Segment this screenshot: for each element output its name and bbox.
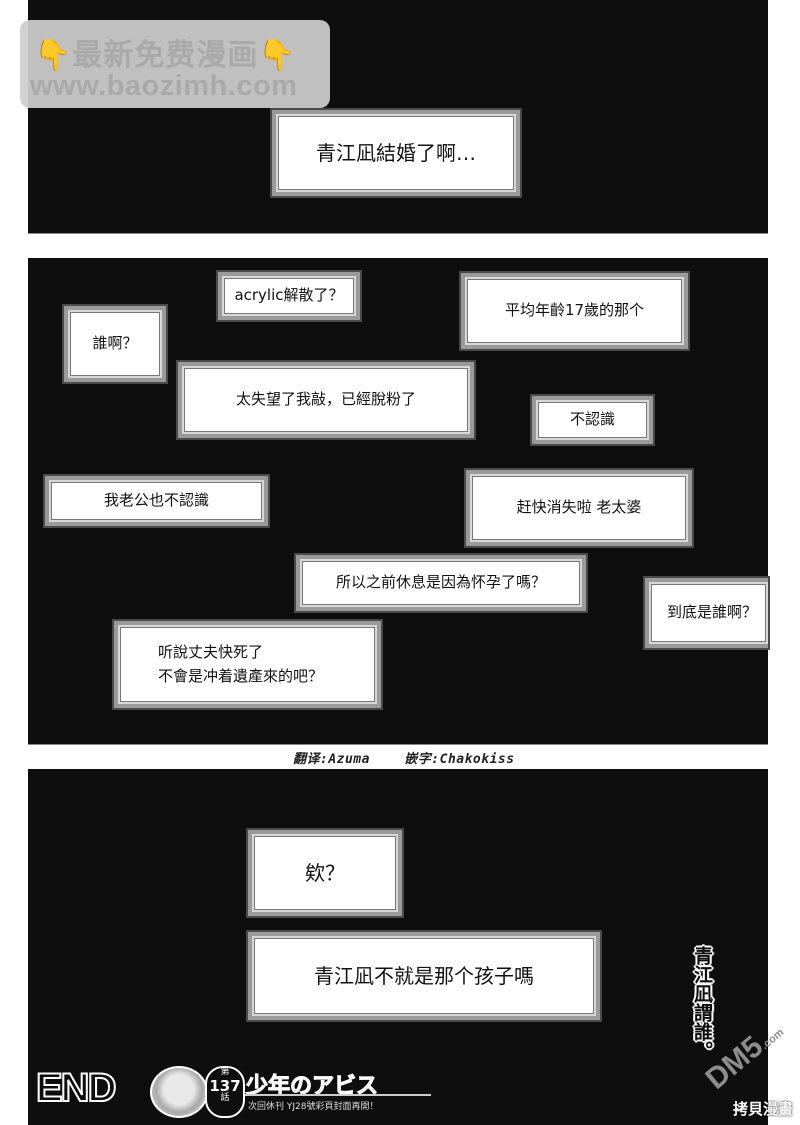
comment-box: 我老公也不認識 [45, 476, 268, 526]
series-underline [245, 1094, 431, 1096]
comment-box: 不認識 [532, 396, 653, 444]
comment-text: 所以之前休息是因為怀孕了嗎？ [335, 573, 546, 592]
comment-text: 赶快消失啦 老太婆 [516, 498, 642, 517]
comment-box: 听說丈夫快死了 不會是冲着遺產來的吧？ [114, 621, 381, 708]
watermark-url: www.baozimh.com [30, 70, 298, 102]
translator-credit: 翻译:Azuma [293, 752, 370, 767]
comment-text: 不認識 [569, 410, 615, 429]
comment-box: 誰啊？ [64, 306, 166, 382]
caption-box: 青江凪結婚了啊… [272, 110, 520, 196]
corner-watermark: 拷貝漫畫 [733, 1100, 794, 1118]
comment-line: 不會是冲着遺產來的吧？ [158, 666, 324, 685]
comment-box: 平均年齡17歲的那个 [461, 273, 688, 349]
typesetter-credit: 嵌字:Chakokiss [404, 752, 515, 767]
comment-text: 平均年齡17歲的那个 [504, 301, 645, 320]
pointing-hand-icon: 👇 [34, 39, 73, 72]
caption-text: 欸？ [305, 860, 345, 885]
comment-box: 所以之前休息是因為怀孕了嗎？ [296, 555, 586, 611]
comment-box: acrylic解散了？ [218, 272, 360, 320]
chapter-number: 137 [209, 1076, 241, 1095]
credits-line: 翻译:Azuma 嵌字:Chakokiss [293, 748, 541, 767]
chapter-prefix: 第 [220, 1067, 230, 1077]
caption-box: 欸？ [248, 830, 402, 916]
next-issue-notice: 次回休刊 YJ28號彩頁封面再開！ [248, 1102, 379, 1112]
chapter-suffix: 話 [220, 1093, 230, 1104]
caption-box: 青江凪不就是那个孩子嗎 [248, 932, 600, 1020]
comment-text: 我老公也不認識 [103, 491, 209, 510]
caption-text: 青江凪結婚了啊… [316, 140, 476, 165]
pointing-hand-icon: 👇 [258, 39, 297, 72]
comment-box: 到底是誰啊？ [645, 578, 768, 648]
watermark-line1: 👇最新免费漫画👇 [34, 39, 297, 72]
comment-box: 赶快消失啦 老太婆 [466, 470, 692, 546]
comment-text: 太失望了我敲，已經脫粉了 [235, 390, 416, 409]
comment-multiline: 听說丈夫快死了 不會是冲着遺產來的吧？ [158, 641, 323, 688]
comment-text: 到底是誰啊？ [667, 603, 758, 622]
comment-box: 太失望了我敲，已經脫粉了 [178, 362, 474, 438]
caption-text: 青江凪不就是那个孩子嗎 [314, 963, 534, 988]
comment-text: acrylic解散了？ [234, 286, 344, 305]
comment-line: 听說丈夫快死了 [158, 643, 264, 662]
vertical-caption: 青江凪謂誰。 [691, 946, 713, 1060]
watermark-banner: 👇最新免费漫画👇 www.baozimh.com [20, 20, 330, 108]
character-portrait-icon [150, 1066, 208, 1118]
chapter-badge: 第 137 話 [205, 1066, 245, 1118]
end-logo: END [35, 1066, 117, 1110]
comment-text: 誰啊？ [92, 334, 138, 353]
